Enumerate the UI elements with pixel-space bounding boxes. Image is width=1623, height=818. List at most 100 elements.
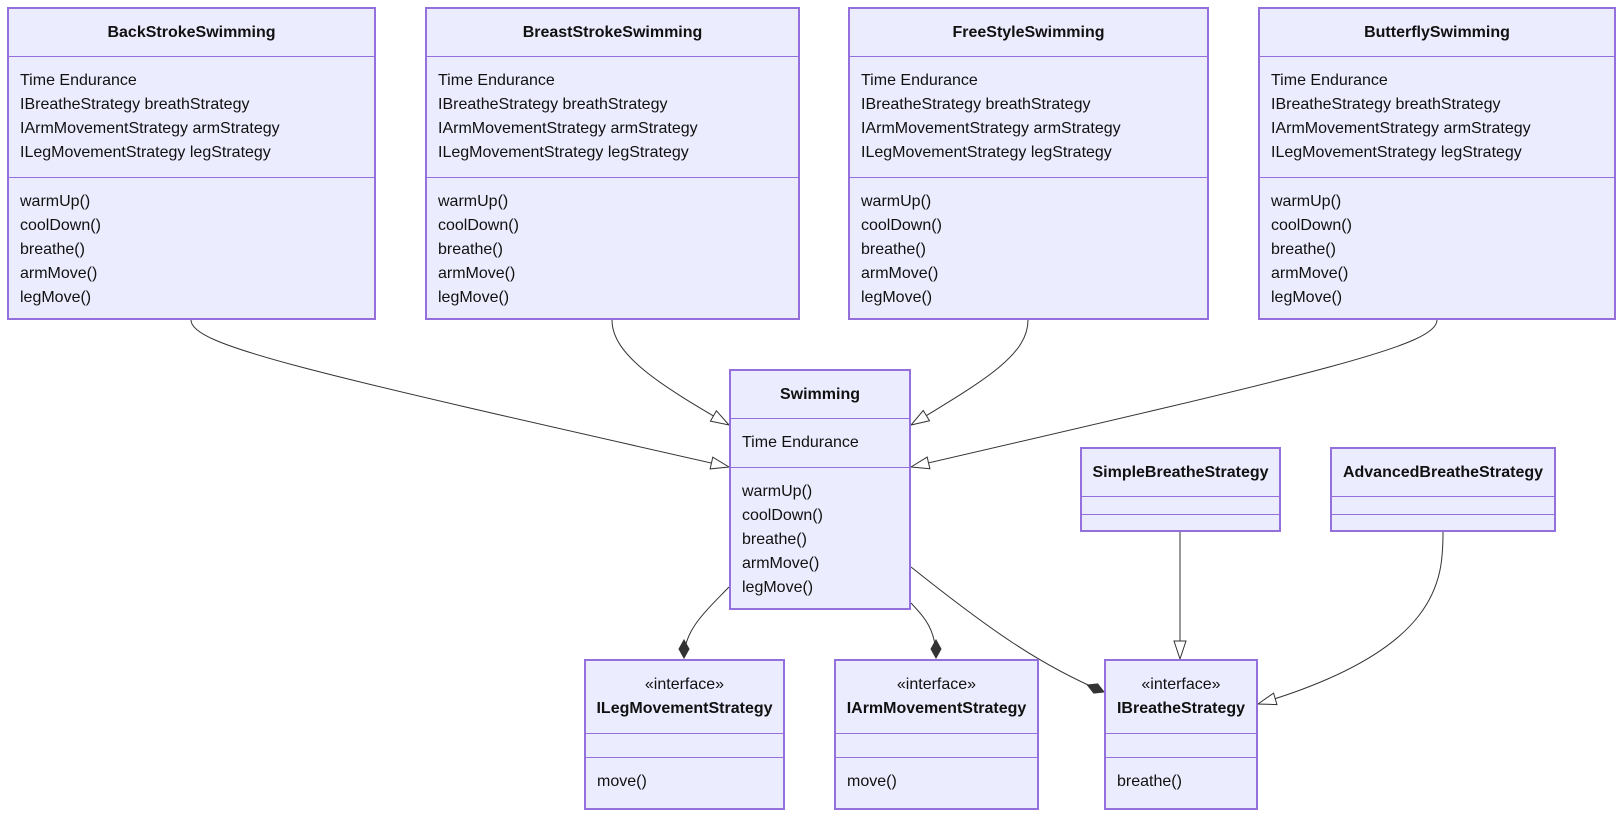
method: move()	[847, 773, 897, 790]
class-advanced-breathe-strategy: AdvancedBreatheStrategy	[1330, 447, 1556, 532]
interface-ileg-movement-strategy: «interface» ILegMovementStrategy move()	[584, 659, 785, 810]
class-name: FreeStyleSwimming	[952, 23, 1105, 41]
edge-ibreathe-to-swimming	[910, 566, 1104, 692]
method: armMove()	[1271, 265, 1349, 282]
method: armMove()	[20, 265, 98, 282]
class-header: BreastStrokeSwimming	[427, 9, 798, 57]
class-breaststroke-swimming: BreastStrokeSwimming Time Endurance IBre…	[425, 7, 800, 320]
class-name: ButterflySwimming	[1364, 23, 1510, 41]
attribute: IBreatheStrategy breathStrategy	[1271, 96, 1501, 113]
attributes-section	[1106, 734, 1256, 758]
class-header: BackStrokeSwimming	[9, 9, 374, 57]
class-freestyle-swimming: FreeStyleSwimming Time Endurance IBreath…	[848, 7, 1209, 320]
attribute: IBreatheStrategy breathStrategy	[438, 96, 668, 113]
class-name: AdvancedBreatheStrategy	[1342, 463, 1544, 481]
method: warmUp()	[742, 483, 813, 500]
class-simple-breathe-strategy: SimpleBreatheStrategy	[1080, 447, 1281, 532]
methods-section: warmUp() coolDown() breathe() armMove() …	[9, 178, 374, 322]
method: move()	[597, 773, 647, 790]
attribute: ILegMovementStrategy legStrategy	[20, 144, 271, 161]
attribute: IArmMovementStrategy armStrategy	[1271, 120, 1531, 137]
method: legMove()	[20, 289, 92, 306]
attributes-section	[1082, 497, 1279, 515]
attribute: ILegMovementStrategy legStrategy	[861, 144, 1112, 161]
edge-iarm-to-swimming	[910, 602, 936, 658]
method: breathe()	[1117, 773, 1182, 790]
methods-section: warmUp() coolDown() breathe() armMove() …	[1260, 178, 1614, 322]
method: armMove()	[438, 265, 516, 282]
method: coolDown()	[20, 217, 101, 234]
method: coolDown()	[438, 217, 519, 234]
methods-section: move()	[586, 758, 783, 806]
class-swimming: Swimming Time Endurance warmUp() coolDow…	[729, 369, 911, 610]
class-header: SimpleBreatheStrategy	[1082, 449, 1279, 497]
class-header: «interface» IArmMovementStrategy	[836, 661, 1037, 734]
attribute: Time Endurance	[742, 434, 859, 451]
method: coolDown()	[861, 217, 942, 234]
method: coolDown()	[742, 507, 823, 524]
attribute: Time Endurance	[20, 72, 137, 89]
edge-butterfly-to-swimming	[911, 319, 1438, 467]
method: breathe()	[438, 241, 503, 258]
attribute: ILegMovementStrategy legStrategy	[1271, 144, 1522, 161]
edge-ileg-to-swimming	[684, 586, 730, 658]
method: warmUp()	[438, 193, 509, 210]
method: warmUp()	[20, 193, 91, 210]
class-name: BreastStrokeSwimming	[522, 23, 703, 41]
method: coolDown()	[1271, 217, 1352, 234]
attribute: IArmMovementStrategy armStrategy	[438, 120, 698, 137]
method: legMove()	[742, 579, 814, 596]
edge-backstroke-to-swimming	[190, 319, 729, 467]
class-header: AdvancedBreatheStrategy	[1332, 449, 1554, 497]
method: warmUp()	[861, 193, 932, 210]
method: armMove()	[742, 555, 820, 572]
class-name: BackStrokeSwimming	[107, 23, 276, 41]
methods-section	[1332, 515, 1554, 530]
attributes-section: Time Endurance	[731, 419, 909, 468]
edge-freestyle-to-swimming	[911, 319, 1029, 425]
attributes-section: Time Endurance IBreatheStrategy breathSt…	[9, 57, 374, 178]
attributes-section	[1332, 497, 1554, 515]
stereotype: «interface»	[644, 676, 725, 693]
edge-breaststroke-to-swimming	[611, 319, 729, 425]
method: armMove()	[861, 265, 939, 282]
class-name: Swimming	[779, 385, 860, 403]
stereotype: «interface»	[1141, 676, 1221, 693]
attribute: IArmMovementStrategy armStrategy	[20, 120, 280, 137]
attributes-section	[836, 734, 1037, 758]
methods-section: warmUp() coolDown() breathe() armMove() …	[427, 178, 798, 322]
class-header: ButterflySwimming	[1260, 9, 1614, 57]
interface-iarm-movement-strategy: «interface» IArmMovementStrategy move()	[834, 659, 1039, 810]
methods-section: warmUp() coolDown() breathe() armMove() …	[850, 178, 1207, 322]
methods-section	[1082, 515, 1279, 530]
attribute: ILegMovementStrategy legStrategy	[438, 144, 689, 161]
class-header: FreeStyleSwimming	[850, 9, 1207, 57]
methods-section: move()	[836, 758, 1037, 806]
attributes-section: Time Endurance IBreatheStrategy breathSt…	[427, 57, 798, 178]
method: legMove()	[438, 289, 510, 306]
method: breathe()	[861, 241, 926, 258]
method: warmUp()	[1271, 193, 1342, 210]
class-butterfly-swimming: ButterflySwimming Time Endurance IBreath…	[1258, 7, 1616, 320]
class-header: «interface» ILegMovementStrategy	[586, 661, 783, 734]
class-name: ILegMovementStrategy	[596, 700, 773, 717]
attribute: IBreatheStrategy breathStrategy	[861, 96, 1091, 113]
attributes-section	[586, 734, 783, 758]
attribute: Time Endurance	[1271, 72, 1388, 89]
method: legMove()	[1271, 289, 1343, 306]
class-name: IBreatheStrategy	[1116, 700, 1246, 717]
edge-advancedbreathe-to-ibreathe	[1258, 531, 1444, 704]
class-header: «interface» IBreatheStrategy	[1106, 661, 1256, 734]
class-name: SimpleBreatheStrategy	[1092, 463, 1269, 481]
interface-ibreathe-strategy: «interface» IBreatheStrategy breathe()	[1104, 659, 1258, 810]
attribute: IArmMovementStrategy armStrategy	[861, 120, 1121, 137]
methods-section: warmUp() coolDown() breathe() armMove() …	[731, 468, 909, 612]
attribute: IBreatheStrategy breathStrategy	[20, 96, 250, 113]
stereotype: «interface»	[896, 676, 977, 693]
class-backstroke-swimming: BackStrokeSwimming Time Endurance IBreat…	[7, 7, 376, 320]
attribute: Time Endurance	[438, 72, 555, 89]
class-header: Swimming	[731, 371, 909, 419]
attributes-section: Time Endurance IBreatheStrategy breathSt…	[850, 57, 1207, 178]
method: breathe()	[742, 531, 807, 548]
